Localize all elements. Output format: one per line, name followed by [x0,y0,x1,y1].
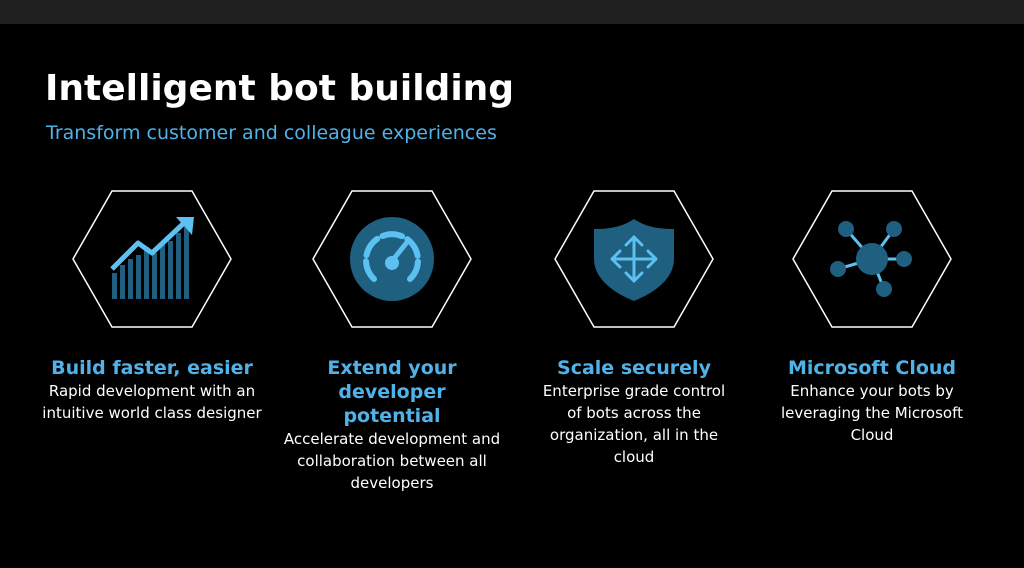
hexagon-frame [312,190,472,328]
shield-arrows-icon [594,219,674,301]
feature-card-extend: Extend your developer potential Accelera… [272,190,512,494]
slide-title: Intelligent bot building [45,68,515,109]
card-title: Build faster, easier [51,357,253,379]
window-top-bar [0,0,1024,24]
card-description: Enhance your bots by leveraging the Micr… [781,382,963,444]
growth-chart-icon [110,217,194,299]
feature-card-scale: Scale securely Enterprise grade control … [514,190,754,468]
hexagon-frame [72,190,232,328]
card-description: Rapid development with an intuitive worl… [42,382,262,422]
card-title: Scale securely [557,357,711,379]
feature-card-cloud: Microsoft Cloud Enhance your bots by lev… [752,190,992,446]
card-description: Enterprise grade control of bots across … [542,382,726,466]
slide: Intelligent bot building Transform custo… [0,24,1024,568]
hexagon-frame [792,190,952,328]
card-title: Extend your developer potential [327,357,457,427]
network-hub-icon [830,221,912,297]
speedometer-icon [350,217,434,301]
feature-card-build: Build faster, easier Rapid development w… [32,190,272,424]
card-title: Microsoft Cloud [787,357,957,379]
hexagon-frame [554,190,714,328]
slide-subtitle: Transform customer and colleague experie… [46,122,497,144]
card-description: Accelerate development and collaboration… [283,430,501,492]
